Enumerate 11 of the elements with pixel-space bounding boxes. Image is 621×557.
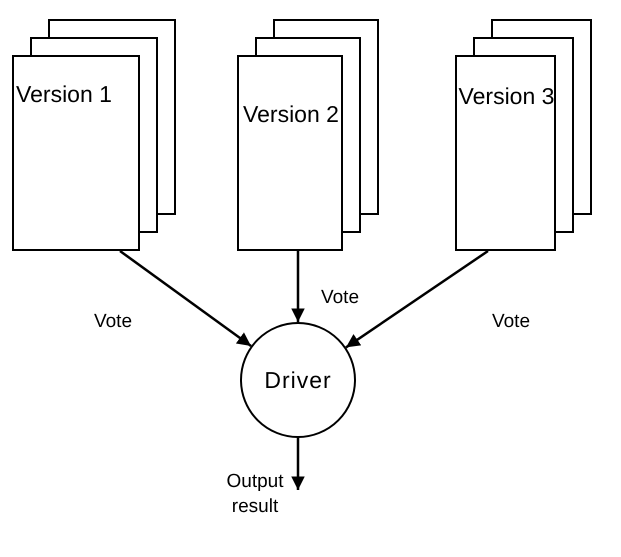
node-label: Version 1 [15, 80, 113, 109]
arrow [291, 251, 305, 322]
arrow [345, 250, 489, 348]
arrow [119, 250, 252, 347]
version-page [237, 55, 343, 251]
node-label: Driver [264, 366, 332, 395]
version-page [12, 55, 140, 251]
arrow [291, 438, 305, 490]
version-page [455, 55, 556, 251]
node-label: Version 3 [458, 82, 556, 111]
node-label: Version 2 [242, 100, 340, 129]
